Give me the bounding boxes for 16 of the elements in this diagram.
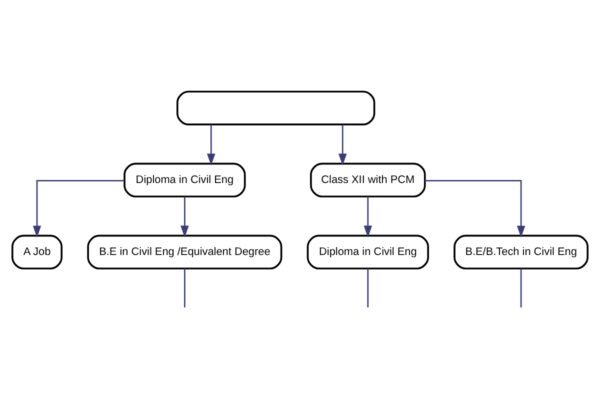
node-box: Diploma in Civil Eng: [124, 162, 246, 198]
node-box: B.E in Civil Eng /Equivalent Degree: [87, 234, 282, 270]
arrow: [338, 124, 347, 166]
node-box: [176, 90, 376, 126]
arrow: [364, 196, 372, 238]
arrow: [424, 180, 526, 238]
arrow: [32, 180, 124, 238]
connector: [520, 268, 522, 308]
node-box: Diploma in Civil Eng: [306, 234, 429, 270]
node-box: A Job: [11, 234, 63, 270]
node-box: B.E/B.Tech in Civil Eng: [454, 234, 589, 270]
arrow: [180, 196, 189, 238]
node-box: Class XII with PCM: [310, 162, 426, 198]
connector: [367, 268, 369, 308]
arrow: [206, 124, 216, 166]
connector: [184, 268, 186, 308]
